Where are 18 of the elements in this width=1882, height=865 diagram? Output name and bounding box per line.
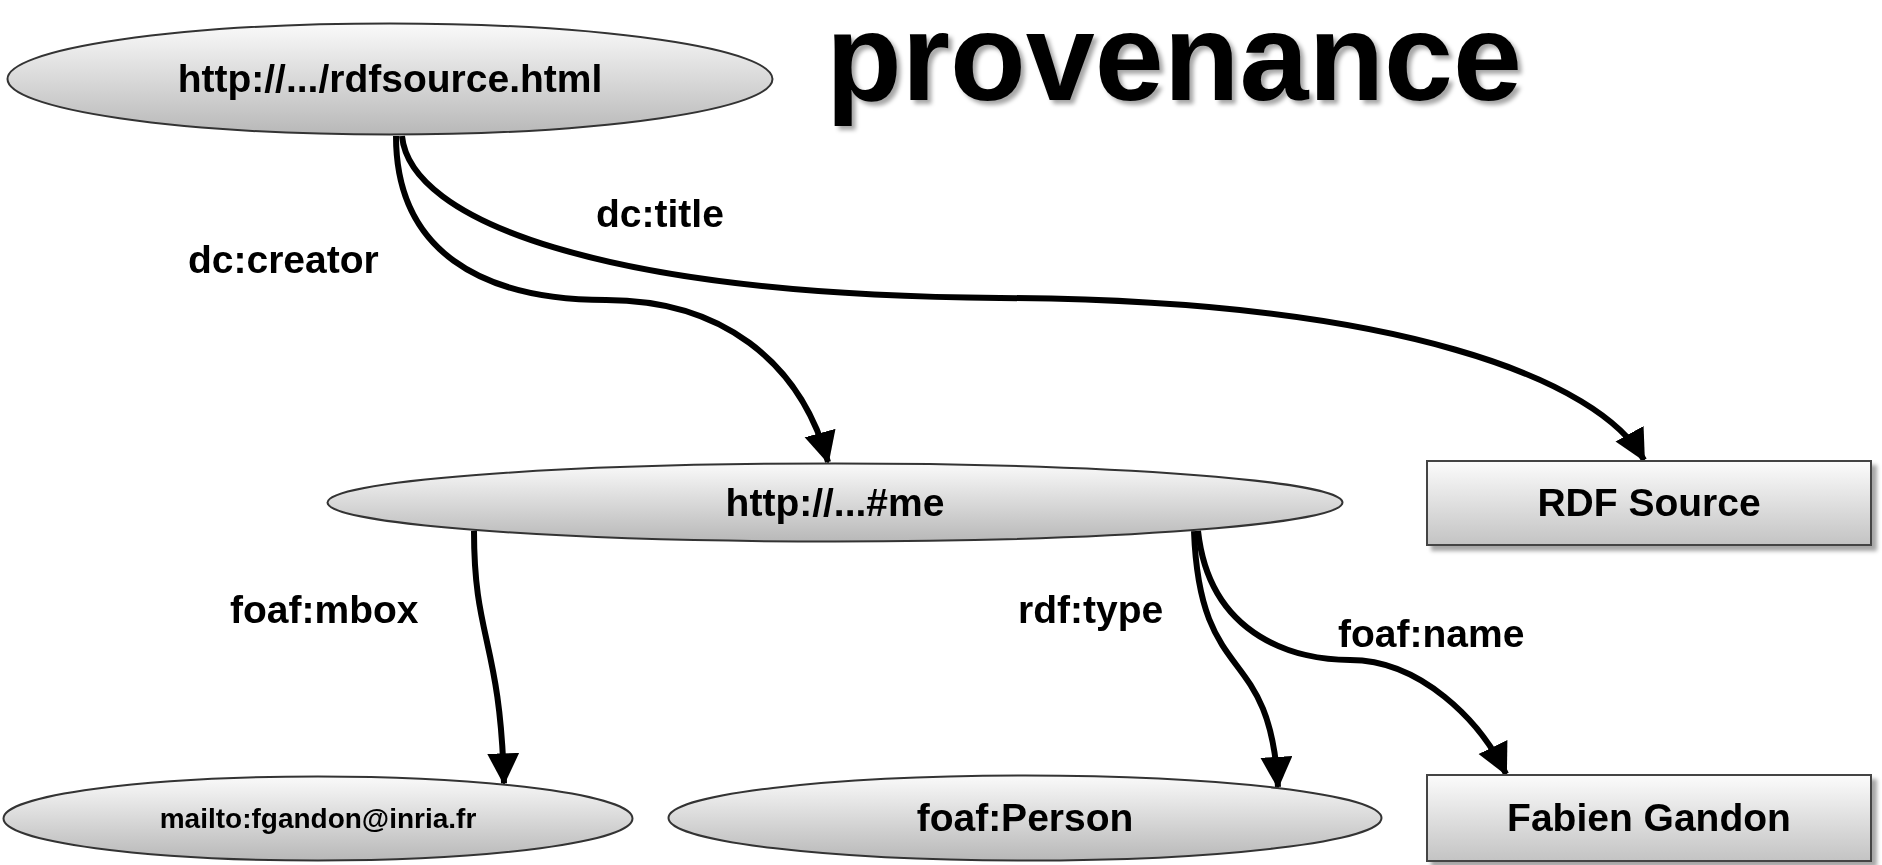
node-label: http://...#me	[725, 480, 945, 525]
arrow	[1191, 530, 1291, 789]
resource-ellipse	[667, 774, 1383, 862]
arrow	[393, 135, 834, 464]
arrow	[399, 135, 1647, 462]
node-label: RDF Source	[1537, 481, 1761, 525]
literal-box	[1426, 460, 1872, 546]
node-label: Fabien Gandon	[1507, 796, 1791, 840]
resource-ellipse	[326, 462, 1344, 543]
arrow	[1195, 530, 1509, 776]
node-label: foaf:Person	[916, 796, 1134, 840]
literal-box	[1426, 774, 1872, 862]
resource-ellipse	[6, 22, 774, 136]
arrow	[471, 531, 519, 786]
node-label: http://.../rdfsource.html	[177, 57, 603, 101]
title: provenance	[826, 0, 1523, 128]
resource-ellipse	[2, 775, 634, 862]
node-label: mailto:fgandon@inria.fr	[159, 802, 477, 835]
